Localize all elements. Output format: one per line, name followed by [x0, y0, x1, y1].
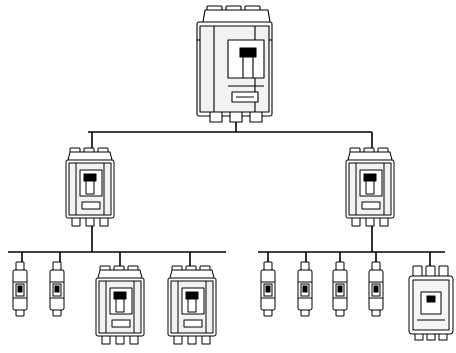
compact-right-5 [408, 265, 454, 341]
sub-breaker-right [345, 147, 395, 227]
mcb-left-1 [12, 261, 28, 317]
left-branch-line [8, 222, 226, 268]
mcb-right-2 [297, 261, 313, 317]
main-breaker [196, 5, 273, 123]
mcb-right-3 [332, 261, 348, 317]
mcb-left-2 [49, 261, 65, 317]
right-branch-line [258, 222, 445, 268]
sub-breaker-left [65, 147, 115, 227]
mcb-right-4 [368, 261, 384, 317]
connection-lines [8, 118, 445, 268]
trunk-line [88, 118, 373, 150]
mccb-left-4 [167, 265, 217, 345]
mcb-right-1 [260, 261, 276, 317]
mccb-left-3 [95, 265, 145, 345]
